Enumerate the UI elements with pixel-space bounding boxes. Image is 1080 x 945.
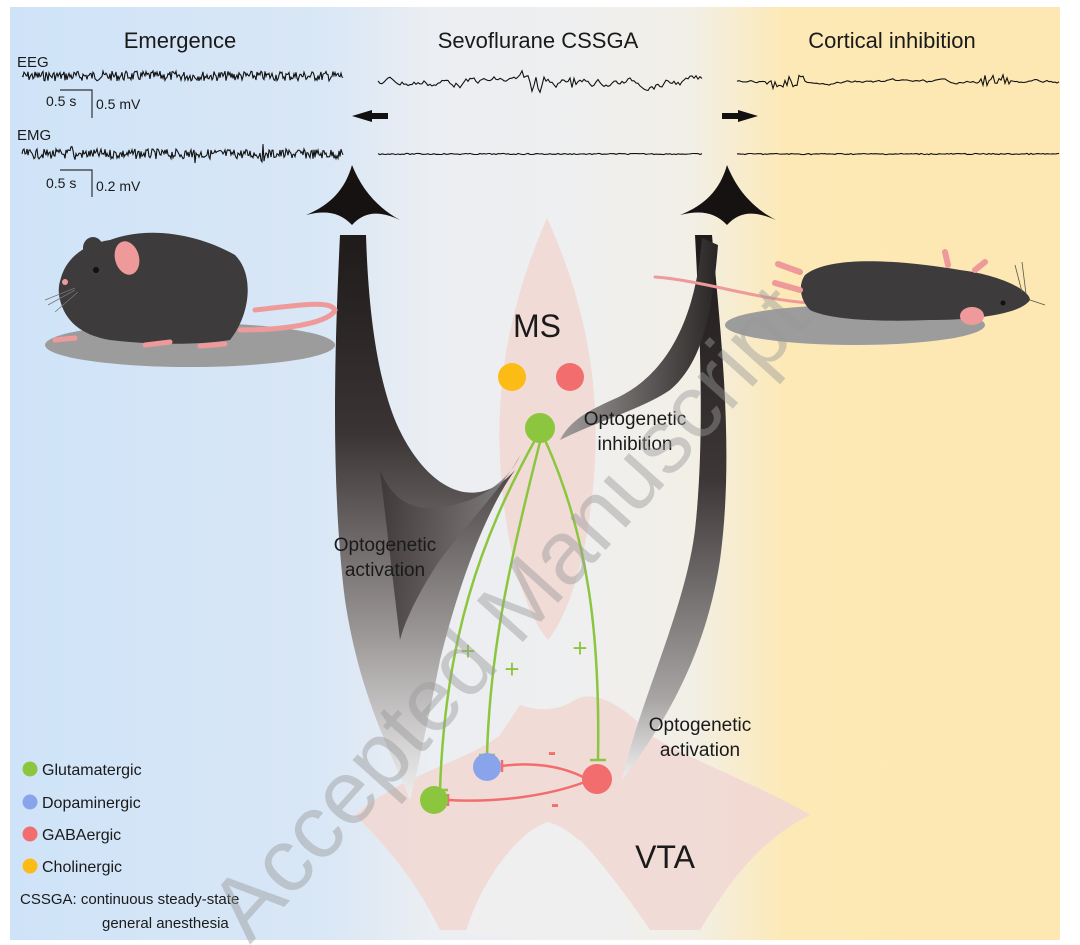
plus-sign-3: + (572, 633, 587, 663)
eeg-scale-time: 0.5 s (46, 93, 76, 109)
plus-sign-2: + (504, 654, 519, 684)
minus-sign-1: - (548, 739, 556, 766)
left-arrow-head-icon (306, 165, 400, 225)
emg-trace-sevoflurane (377, 152, 703, 156)
plus-sign-1: + (460, 636, 475, 666)
panel-title-emergence: Emergence (124, 28, 237, 53)
vta-region-notch (465, 822, 632, 935)
eeg-trace-emergence (21, 69, 344, 83)
projection-to-vta-dopamine (485, 441, 542, 756)
awake-mouse-illustration (44, 232, 338, 367)
signal-traces (21, 69, 1060, 164)
vta-region (355, 696, 810, 930)
legend-swatch-gabaergic (22, 826, 38, 842)
eeg-scale-bar (60, 89, 93, 118)
right-activation-arrow (622, 235, 727, 780)
emg-scale-amplitude: 0.2 mV (96, 178, 141, 194)
ms-label: MS (513, 308, 561, 344)
eeg-label: EEG (17, 54, 49, 71)
vta-gabaergic-neuron (582, 764, 612, 794)
projection-to-vta-glutamate (438, 439, 537, 791)
eeg-scale-amplitude: 0.5 mV (96, 96, 141, 112)
right-activation-label-line1: Optogenetic (649, 715, 751, 736)
emg-trace-cortical-inhibition (736, 152, 1060, 156)
ms-inhibition-label-line2: inhibition (598, 434, 673, 455)
legend-label-glutamatergic: Glutamatergic (42, 762, 142, 779)
legend-footnote-line2: general anesthesia (102, 915, 229, 932)
right-arrow-head-icon (680, 165, 776, 225)
legend: Glutamatergic Dopaminergic GABAergic Cho… (20, 761, 239, 932)
anesthetized-mouse-illustration (653, 249, 1046, 345)
left-arrow-branch (380, 455, 520, 640)
ms-gabaergic-neuron (556, 363, 584, 391)
right-activation-label-line2: activation (660, 740, 740, 761)
right-arrow-icon (722, 110, 758, 122)
left-activation-label-line1: Optogenetic (334, 535, 436, 556)
projection-to-vta-gaba (543, 439, 600, 761)
legend-label-gabaergic: GABAergic (42, 827, 121, 844)
legend-swatch-glutamatergic (22, 761, 38, 777)
emg-trace-emergence (21, 144, 344, 164)
eeg-trace-sevoflurane (377, 69, 703, 94)
emg-label: EMG (17, 127, 51, 144)
left-arrow-icon (352, 110, 388, 122)
vta-dopaminergic-neuron (473, 753, 501, 781)
panel-title-sevoflurane: Sevoflurane CSSGA (438, 28, 639, 53)
legend-label-cholinergic: Cholinergic (42, 859, 122, 876)
legend-swatch-dopaminergic (22, 794, 38, 810)
vta-glutamatergic-neuron (420, 786, 448, 814)
ms-cholinergic-neuron (498, 363, 526, 391)
ms-inhibition-label-line1: Optogenetic (584, 409, 686, 430)
legend-footnote-line1: CSSGA: continuous steady-state (20, 891, 239, 908)
left-activation-label-line2: activation (345, 560, 425, 581)
ms-glutamatergic-neuron (525, 413, 555, 443)
ms-inhibition-arrow (560, 238, 718, 440)
legend-label-dopaminergic: Dopaminergic (42, 795, 141, 812)
emg-scale-time: 0.5 s (46, 175, 76, 191)
emg-scale-bar (60, 169, 93, 197)
vta-label: VTA (635, 839, 696, 875)
panel-title-cortical-inhibition: Cortical inhibition (808, 28, 976, 53)
legend-swatch-cholinergic (22, 858, 38, 874)
minus-sign-2: - (551, 791, 559, 818)
eeg-trace-cortical-inhibition (736, 73, 1060, 91)
